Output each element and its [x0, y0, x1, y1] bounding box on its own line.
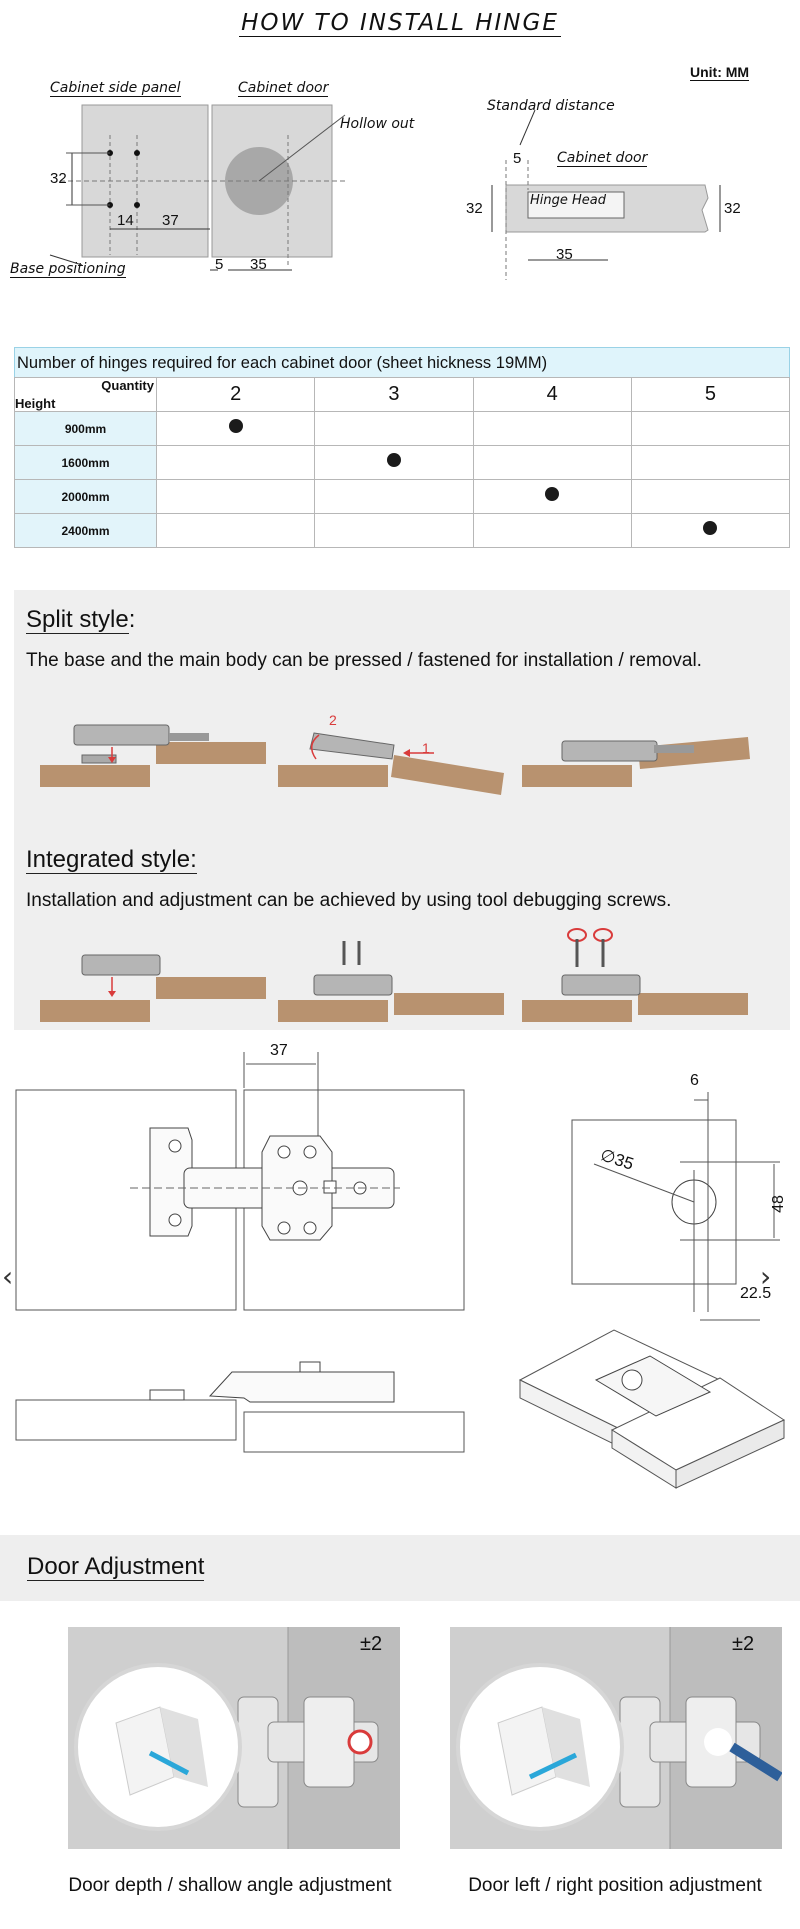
integrated-style-description: Installation and adjustment can be achie… [26, 890, 672, 911]
side-dim-32-right: 32 [724, 200, 741, 217]
table-cell [155, 513, 316, 548]
table-cell [472, 479, 632, 514]
row-height-2400: 2400mm [14, 513, 157, 548]
hinge-technical-drawing [15, 1052, 786, 1489]
table-cell [314, 479, 474, 514]
dim-35: 35 [250, 256, 267, 273]
unit-label: Unit: MM [690, 64, 750, 81]
marker-dot [703, 521, 718, 535]
table-cell [472, 445, 632, 480]
tech-dim-48: 48 [769, 1195, 787, 1213]
depth-adjustment-caption: Door depth / shallow angle adjustment [68, 1875, 392, 1896]
table-cell [630, 445, 791, 480]
title-text: HOW TO INSTALL HINGE [239, 10, 561, 37]
table-cell [630, 411, 791, 446]
split-style-title: Split style [26, 606, 129, 634]
integrated-style-illustration [40, 928, 748, 1022]
table-caption: Number of hinges required for each cabin… [14, 347, 790, 377]
col-header-2: 2 [155, 377, 316, 412]
table-corner-header: Quantity Height [14, 377, 157, 412]
position-adjustment-photo [450, 1627, 782, 1849]
door-adjustment-header-band [0, 1535, 800, 1601]
depth-badge: ±2 [360, 1633, 383, 1655]
prev-arrow-icon[interactable]: ‹ [2, 1260, 14, 1293]
cabinet-door-label: Cabinet door [238, 80, 329, 97]
side-cabinet-door-label: Cabinet door [557, 150, 648, 167]
table-cell [630, 479, 791, 514]
table-row: 2000mm [14, 479, 791, 514]
dim-32-left: 32 [50, 170, 67, 187]
door-adjustment-heading: Door Adjustment [27, 1553, 205, 1581]
integrated-style-heading: Integrated style: [26, 846, 197, 874]
side-drawing [491, 110, 721, 280]
table-cell [472, 411, 632, 446]
marker-dot [386, 453, 401, 467]
quantity-header: Quantity [101, 378, 154, 393]
next-arrow-icon[interactable]: › [760, 1260, 772, 1293]
table-cell [314, 445, 474, 480]
split-style-illustration [40, 724, 750, 795]
side-dim-35: 35 [556, 246, 573, 263]
tech-dim-37: 37 [270, 1042, 288, 1059]
row-height-2000: 2000mm [14, 479, 157, 514]
hollow-out-label: Hollow out [340, 116, 415, 132]
table-cell [472, 513, 632, 548]
split-style-colon: : [128, 606, 136, 633]
installation-styles-panel: Split style: The base and the main body … [14, 590, 790, 1030]
table-row: 1600mm [14, 445, 791, 480]
table-cell [155, 411, 316, 446]
depth-adjustment-photo [68, 1627, 400, 1849]
tech-dim-22-5: 22.5 [740, 1285, 772, 1302]
door-adjustment-title: Door Adjustment [27, 1553, 205, 1581]
col-header-3: 3 [314, 377, 474, 412]
dim-14: 14 [117, 212, 134, 229]
table-cell [314, 513, 474, 548]
row-height-900: 900mm [14, 411, 157, 446]
position-badge: ±2 [732, 1633, 755, 1655]
marker-dot [228, 419, 243, 433]
marker-dot [545, 487, 560, 501]
split-style-heading: Split style: [26, 606, 135, 634]
table-row: 2400mm [14, 513, 791, 548]
side-dim-5: 5 [513, 150, 522, 167]
height-header: Height [15, 396, 56, 411]
table-cell [630, 513, 791, 548]
table-row: 900mm [14, 411, 791, 446]
integrated-style-title: Integrated style: [26, 846, 197, 874]
tech-dim-6: 6 [690, 1072, 699, 1089]
door-adjustment-section: Door Adjustment ±2 ±2 Door depth / shall… [0, 1535, 800, 1929]
position-adjustment-caption: Door left / right position adjustment [468, 1875, 762, 1896]
side-dim-32-left: 32 [466, 200, 483, 217]
cabinet-side-panel-label: Cabinet side panel [50, 80, 181, 97]
base-positioning-label: Base positioning [10, 261, 126, 278]
table-cell [314, 411, 474, 446]
col-header-5: 5 [630, 377, 791, 412]
dim-37: 37 [162, 212, 179, 229]
dim-5: 5 [215, 256, 224, 273]
page-title: HOW TO INSTALL HINGE [0, 10, 800, 37]
table-cell [155, 479, 316, 514]
mounting-drawing [49, 104, 346, 271]
table-cell [155, 445, 316, 480]
split-style-description: The base and the main body can be presse… [26, 650, 702, 671]
quantity-grid: Quantity Height 2 3 4 5 900mm 1600mm 200… [14, 377, 791, 548]
hinge-head-label: Hinge Head [530, 193, 607, 208]
hinge-quantity-table: Number of hinges required for each cabin… [14, 347, 791, 548]
row-height-1600: 1600mm [14, 445, 157, 480]
col-header-4: 4 [472, 377, 632, 412]
standard-distance-label: Standard distance [487, 98, 615, 114]
split-step-1-label: 1 [422, 740, 430, 756]
split-step-2-label: 2 [329, 712, 337, 728]
